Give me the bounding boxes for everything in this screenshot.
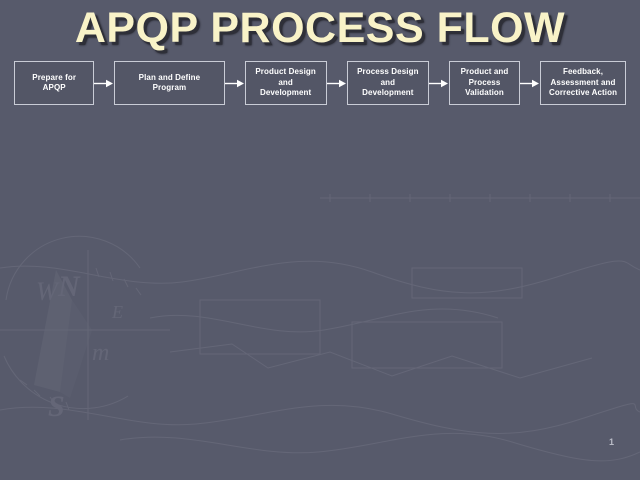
flow-step-label: Product Design and Development [255, 67, 316, 98]
svg-text:E: E [111, 302, 123, 322]
flow-step-process-design-development[interactable]: Process Design and Development [346, 61, 429, 105]
arrow-right-icon [94, 61, 114, 105]
flow-step-feedback-assessment-corrective-action[interactable]: Feedback, Assessment and Corrective Acti… [540, 61, 626, 105]
svg-text:N: N [57, 270, 81, 303]
arrow-right-icon [326, 61, 347, 105]
flow-step-plan-and-define-program[interactable]: Plan and Define Program [114, 61, 225, 105]
flow-step-product-design-development[interactable]: Product Design and Development [244, 61, 327, 105]
flow-step-label: Prepare for APQP [32, 72, 77, 93]
arrow-right-icon [520, 61, 540, 105]
arrow-right-icon [224, 61, 245, 105]
flow-step-product-process-validation[interactable]: Product and Process Validation [448, 61, 521, 105]
page-title: APQP PROCESS FLOW [74, 4, 566, 52]
svg-text:W: W [36, 277, 60, 306]
flow-step-label: Feedback, Assessment and Corrective Acti… [548, 67, 618, 98]
svg-text:m: m [92, 340, 109, 366]
page-number: 1 [608, 437, 614, 447]
flow-step-label: Process Design and Development [357, 67, 419, 98]
flow-step-label: Product and Process Validation [460, 67, 509, 98]
flow-step-label: Plan and Define Program [138, 72, 201, 93]
svg-text:S: S [48, 390, 65, 423]
arrow-right-icon [428, 61, 449, 105]
process-flow-diagram: Prepare for APQP Plan and Define Program… [14, 61, 626, 105]
flow-step-prepare-for-apqp[interactable]: Prepare for APQP [14, 61, 95, 105]
title-bar: APQP PROCESS FLOW [0, 3, 640, 53]
